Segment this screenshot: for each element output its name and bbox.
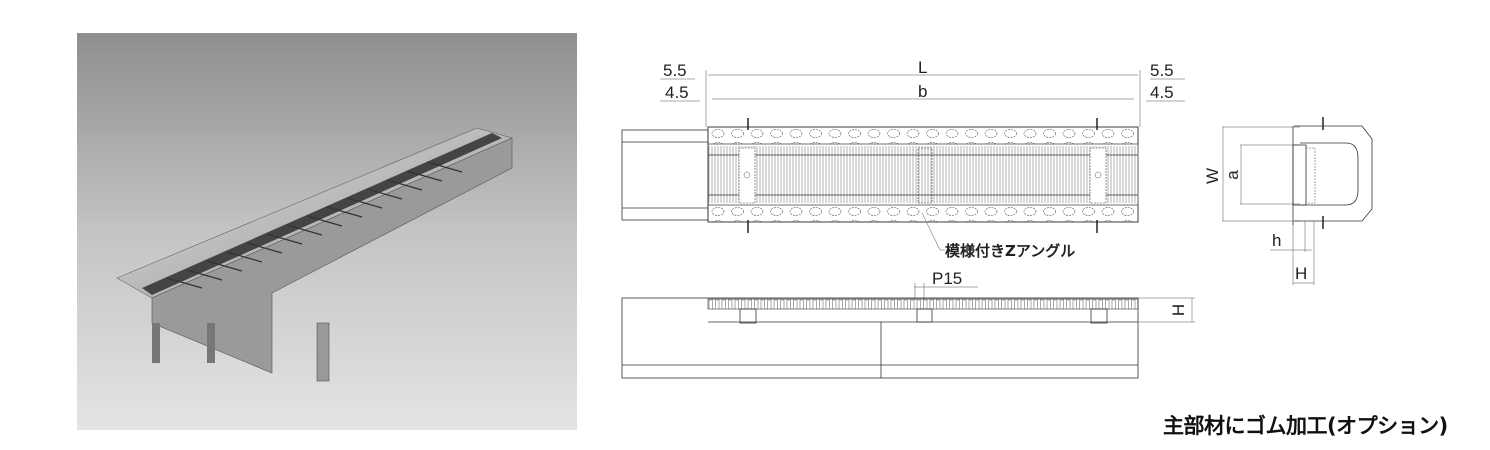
option-caption: 主部材にゴム加工(オプション) xyxy=(1163,414,1448,438)
section-view: W a h H xyxy=(1203,117,1373,285)
pitch-label: P15 xyxy=(932,269,962,288)
z-angle-label: 模様付きZアングル xyxy=(945,242,1075,260)
section-dim-a: a xyxy=(1223,170,1242,180)
side-dim-H: H xyxy=(1169,304,1188,316)
product-photo xyxy=(77,33,577,430)
section-dim-W: W xyxy=(1203,168,1222,184)
dim-L-label: L xyxy=(918,58,927,77)
section-dim-H: H xyxy=(1295,264,1307,283)
dim-right-outer: 5.5 xyxy=(1150,61,1174,80)
side-view: P15 H xyxy=(621,269,1195,379)
dim-left-inner: 4.5 xyxy=(665,83,689,102)
plan-dimensions: L b 5.5 4.5 5.5 4.5 xyxy=(660,58,1185,127)
section-dim-h: h xyxy=(1272,231,1281,250)
plan-view: 模様付きZアングル xyxy=(621,118,1139,260)
dim-right-inner: 4.5 xyxy=(1150,83,1174,102)
dim-left-outer: 5.5 xyxy=(663,61,687,80)
dim-b-label: b xyxy=(918,82,927,101)
